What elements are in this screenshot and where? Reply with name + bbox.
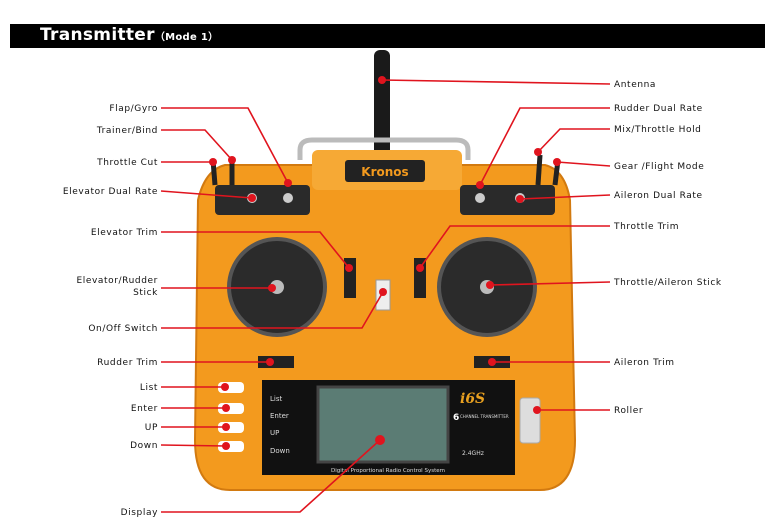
page-title: Transmitter（Mode 1） <box>40 25 218 45</box>
handle <box>297 137 471 160</box>
label-throttle-aileron-stick: Throttle/Aileron Stick <box>613 278 722 288</box>
channel-text: CHANNEL TRANSMITTER <box>460 414 509 419</box>
panel-down-label: Down <box>270 447 290 455</box>
lcd-screen <box>316 385 450 464</box>
label-enter: Enter <box>131 404 158 414</box>
label-list: List <box>140 383 158 393</box>
label-flap-gyro: Flap/Gyro <box>109 104 158 114</box>
brand-logo: Kronos <box>361 165 408 179</box>
label-elevator-rudder: Elevator/Rudder <box>76 276 158 286</box>
title-bar: Transmitter（Mode 1） <box>10 24 765 48</box>
label-elevator-dual-rate: Elevator Dual Rate <box>63 187 158 197</box>
label-throttle-trim: Throttle Trim <box>613 222 679 232</box>
mix-switch[interactable] <box>535 154 543 186</box>
label-stick: Stick <box>133 288 158 298</box>
freq-label: 2.4GHz <box>462 450 484 457</box>
label-up: UP <box>145 423 158 433</box>
label-on-off-switch: On/Off Switch <box>88 324 158 334</box>
label-elevator-trim: Elevator Trim <box>91 228 158 238</box>
label-display: Display <box>121 508 158 518</box>
label-aileron-dual-rate: Aileron Dual Rate <box>614 191 703 201</box>
label-trainer-bind: Trainer/Bind <box>96 126 158 136</box>
label-gear-flight-mode: Gear /Flight Mode <box>614 162 704 172</box>
model-logo: i6S <box>460 391 485 407</box>
channel-number: 6 <box>453 413 459 423</box>
panel-enter-label: Enter <box>270 412 289 420</box>
roller[interactable] <box>519 397 541 444</box>
label-throttle-cut: Throttle Cut <box>96 158 158 168</box>
brand-badge <box>345 160 425 182</box>
label-antenna: Antenna <box>614 80 656 90</box>
label-aileron-trim: Aileron Trim <box>614 358 675 368</box>
flap-switch[interactable] <box>283 193 293 203</box>
label-rudder-dual-rate: Rudder Dual Rate <box>614 104 703 114</box>
label-rudder-trim: Rudder Trim <box>97 358 158 368</box>
left-switch-panel <box>215 185 310 215</box>
mode-text: （Mode 1） <box>154 32 219 43</box>
panel-up-label: UP <box>270 429 279 437</box>
panel-footer: Digital Proportional Radio Control Syste… <box>331 468 445 474</box>
rudder-trim[interactable] <box>258 356 294 368</box>
antenna <box>374 50 390 160</box>
title-text: Transmitter <box>40 25 155 45</box>
label-roller: Roller <box>614 406 643 416</box>
label-down: Down <box>130 441 158 451</box>
panel-list-label: List <box>270 395 282 403</box>
right-callouts: Antenna Rudder Dual Rate Mix/Throttle Ho… <box>378 76 722 416</box>
label-mix-throttle-hold: Mix/Throttle Hold <box>614 125 701 135</box>
rudder-dr-switch[interactable] <box>475 193 485 203</box>
right-switch-panel <box>460 185 555 215</box>
left-callouts: Flap/Gyro Trainer/Bind Throttle Cut Elev… <box>63 104 387 518</box>
